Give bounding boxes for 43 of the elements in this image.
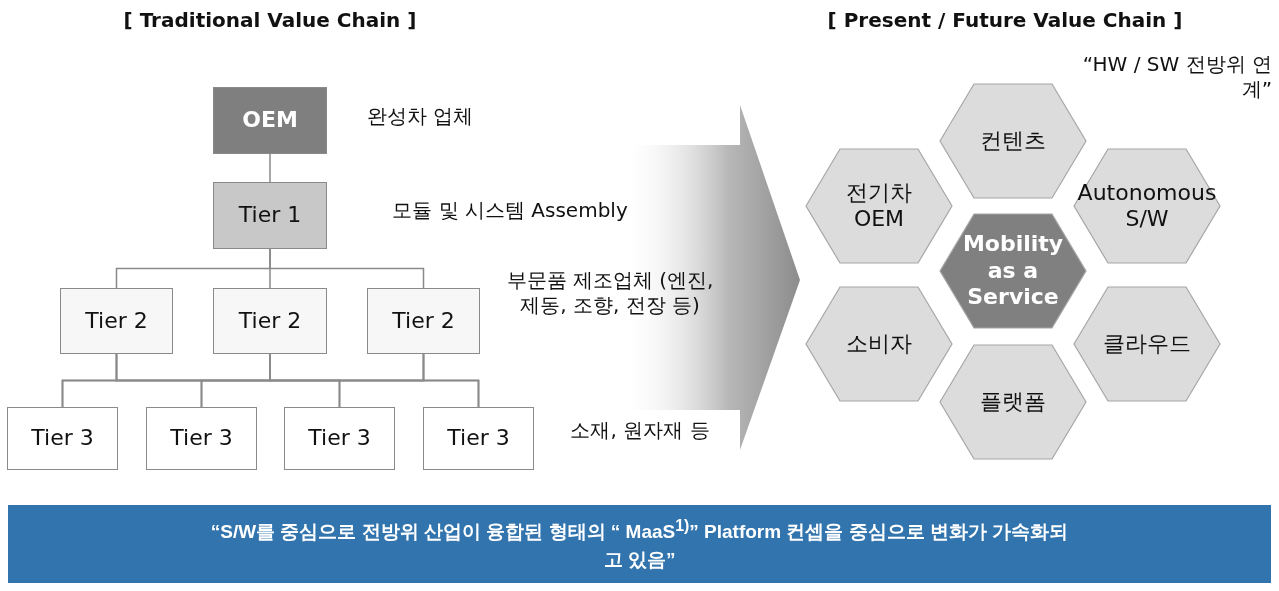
tier-box xyxy=(60,288,173,354)
node-label: Tier 3 xyxy=(170,425,233,452)
node-label: Mobility as a Service xyxy=(961,231,1065,311)
node-label: Tier 2 xyxy=(238,307,302,335)
tier-box xyxy=(423,407,534,470)
banner xyxy=(8,505,1271,583)
tier-box xyxy=(284,407,395,470)
tier-box xyxy=(213,182,327,249)
node-label: Autonomous S/W xyxy=(1076,179,1218,233)
node-label: 클라우드 xyxy=(1103,330,1191,358)
tier-box xyxy=(213,288,327,354)
hexagon-shape xyxy=(805,286,953,402)
tier-box xyxy=(213,87,327,154)
hexagon-shape xyxy=(805,148,953,264)
node-label: 플랫폼 xyxy=(980,388,1046,416)
node-label: 전기차 OEM xyxy=(845,179,913,233)
node-label: Tier 3 xyxy=(308,425,371,452)
hexagon-shape xyxy=(1073,286,1221,402)
section-heading: [ Traditional Value Chain ] xyxy=(122,8,418,33)
note: “HW / SW 전방위 연계” xyxy=(1081,52,1272,102)
tier-box xyxy=(367,288,480,354)
connector-line xyxy=(269,248,425,289)
side-note: 소재, 원자재 등 xyxy=(569,418,711,443)
connector-line xyxy=(422,353,480,408)
banner-text: “S/W를 중심으로 전방위 산업이 융합된 형태의 “ MaaS$^{1)}$” Platform 컨셉을 중심으로 변화가 가속화되고 있음” xyxy=(209,515,1070,572)
hexagon-shape xyxy=(939,344,1087,460)
hexagon-shape xyxy=(939,213,1087,329)
connector-line xyxy=(269,153,271,183)
side-note: 완성차 업체 xyxy=(365,104,475,129)
node-label: OEM xyxy=(242,107,298,134)
node-label: Tier 1 xyxy=(238,202,302,229)
hexagon-shape xyxy=(1073,148,1221,264)
node-label: Tier 2 xyxy=(392,307,455,335)
node-label: Tier 2 xyxy=(85,307,148,335)
node-label: 컨텐츠 xyxy=(980,127,1046,155)
section-heading: [ Present / Future Value Chain ] xyxy=(826,8,1184,33)
node-label: 소비자 xyxy=(846,330,912,358)
tier-box xyxy=(146,407,257,470)
side-note: 모듈 및 시스템 Assembly xyxy=(391,198,629,223)
side-note: 부문품 제조업체 (엔진, 제동, 조향, 전장 등) xyxy=(505,268,715,318)
tier-box xyxy=(7,407,118,470)
node-label: Tier 3 xyxy=(447,425,510,452)
node-label: Tier 3 xyxy=(31,425,94,452)
